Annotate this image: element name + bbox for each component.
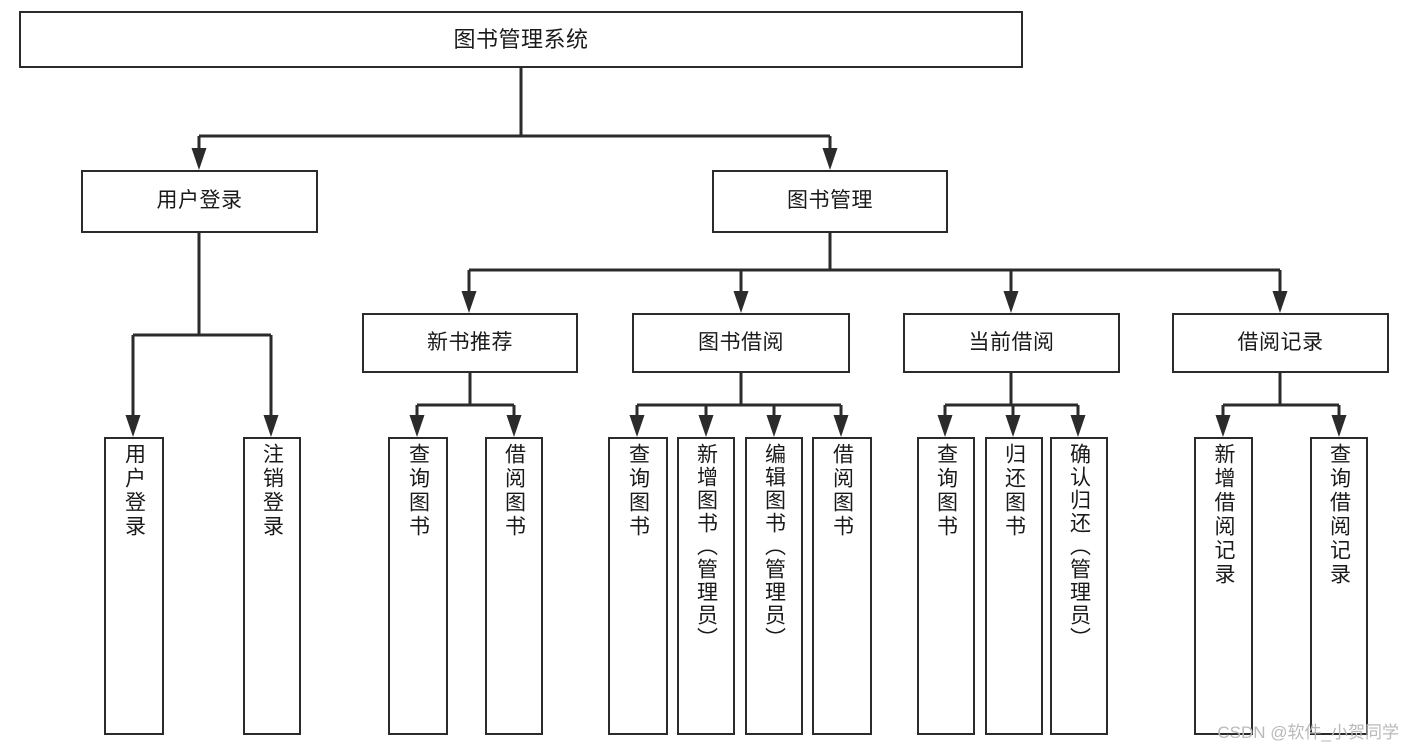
node-label: 注销登录 — [260, 443, 284, 539]
node-label: 新增图书（管理员） — [694, 443, 718, 650]
node-label: 图书管理 — [787, 189, 873, 213]
node-leaf-user-login[interactable]: 用户登录 — [104, 437, 164, 735]
arrow-head-icon — [1272, 291, 1288, 313]
arrow-head-icon — [409, 415, 425, 437]
node-leaf-edit-book[interactable]: 编辑图书（管理员） — [745, 437, 803, 735]
watermark-text: CSDN @软件_小贺同学 — [1217, 723, 1399, 742]
arrow-head-icon — [461, 291, 477, 313]
node-root[interactable]: 图书管理系统 — [19, 11, 1023, 68]
node-label: 借阅图书 — [830, 443, 854, 539]
arrow-head-icon — [1070, 415, 1086, 437]
node-leaf-query-book-2[interactable]: 查询图书 — [608, 437, 668, 735]
node-current-borrow[interactable]: 当前借阅 — [903, 313, 1120, 373]
node-leaf-query-book-1[interactable]: 查询图书 — [388, 437, 448, 735]
arrow-head-icon — [1003, 291, 1019, 313]
arrow-head-icon — [822, 148, 838, 170]
node-label: 借阅图书 — [502, 443, 526, 539]
node-leaf-add-book[interactable]: 新增图书（管理员） — [677, 437, 735, 735]
arrow-head-icon — [833, 415, 849, 437]
node-borrow-record[interactable]: 借阅记录 — [1172, 313, 1389, 373]
arrow-head-icon — [506, 415, 522, 437]
node-label: 查询图书 — [934, 443, 958, 539]
node-label: 确认归还（管理员） — [1067, 443, 1091, 650]
arrow-head-icon — [1215, 415, 1231, 437]
node-label: 用户登录 — [156, 189, 243, 213]
node-label: 新增借阅记录 — [1212, 443, 1235, 587]
node-label: 图书管理系统 — [453, 26, 589, 52]
node-leaf-logout[interactable]: 注销登录 — [243, 437, 301, 735]
node-leaf-borrow-book-1[interactable]: 借阅图书 — [485, 437, 543, 735]
arrow-head-icon — [733, 291, 749, 313]
arrow-head-icon — [937, 415, 953, 437]
node-label: 当前借阅 — [968, 330, 1055, 354]
arrow-head-icon — [1005, 415, 1021, 437]
arrow-head-icon — [698, 415, 714, 437]
node-leaf-add-record[interactable]: 新增借阅记录 — [1194, 437, 1253, 735]
node-leaf-query-book-3[interactable]: 查询图书 — [917, 437, 975, 735]
node-book-borrow[interactable]: 图书借阅 — [632, 313, 850, 373]
arrow-head-icon — [125, 415, 141, 437]
arrow-head-icon — [1331, 415, 1347, 437]
node-label: 编辑图书（管理员） — [762, 443, 786, 650]
node-leaf-return-book[interactable]: 归还图书 — [985, 437, 1043, 735]
node-label: 新书推荐 — [427, 330, 513, 354]
node-label: 图书借阅 — [698, 330, 784, 354]
arrow-head-icon — [263, 415, 279, 437]
node-label: 查询图书 — [626, 443, 650, 539]
node-leaf-confirm-return[interactable]: 确认归还（管理员） — [1050, 437, 1108, 735]
node-label: 借阅记录 — [1237, 330, 1324, 354]
node-book-manage[interactable]: 图书管理 — [712, 170, 948, 233]
node-user-login[interactable]: 用户登录 — [81, 170, 318, 233]
node-new-book-recommend[interactable]: 新书推荐 — [362, 313, 578, 373]
node-label: 用户登录 — [122, 443, 146, 539]
node-label: 查询借阅记录 — [1327, 443, 1351, 587]
node-leaf-query-record[interactable]: 查询借阅记录 — [1310, 437, 1368, 735]
node-label: 查询图书 — [406, 443, 430, 539]
node-label: 归还图书 — [1002, 443, 1026, 539]
arrow-head-icon — [766, 415, 782, 437]
arrow-head-icon — [191, 148, 207, 170]
arrow-head-icon — [629, 415, 645, 437]
node-leaf-borrow-book-2[interactable]: 借阅图书 — [812, 437, 872, 735]
